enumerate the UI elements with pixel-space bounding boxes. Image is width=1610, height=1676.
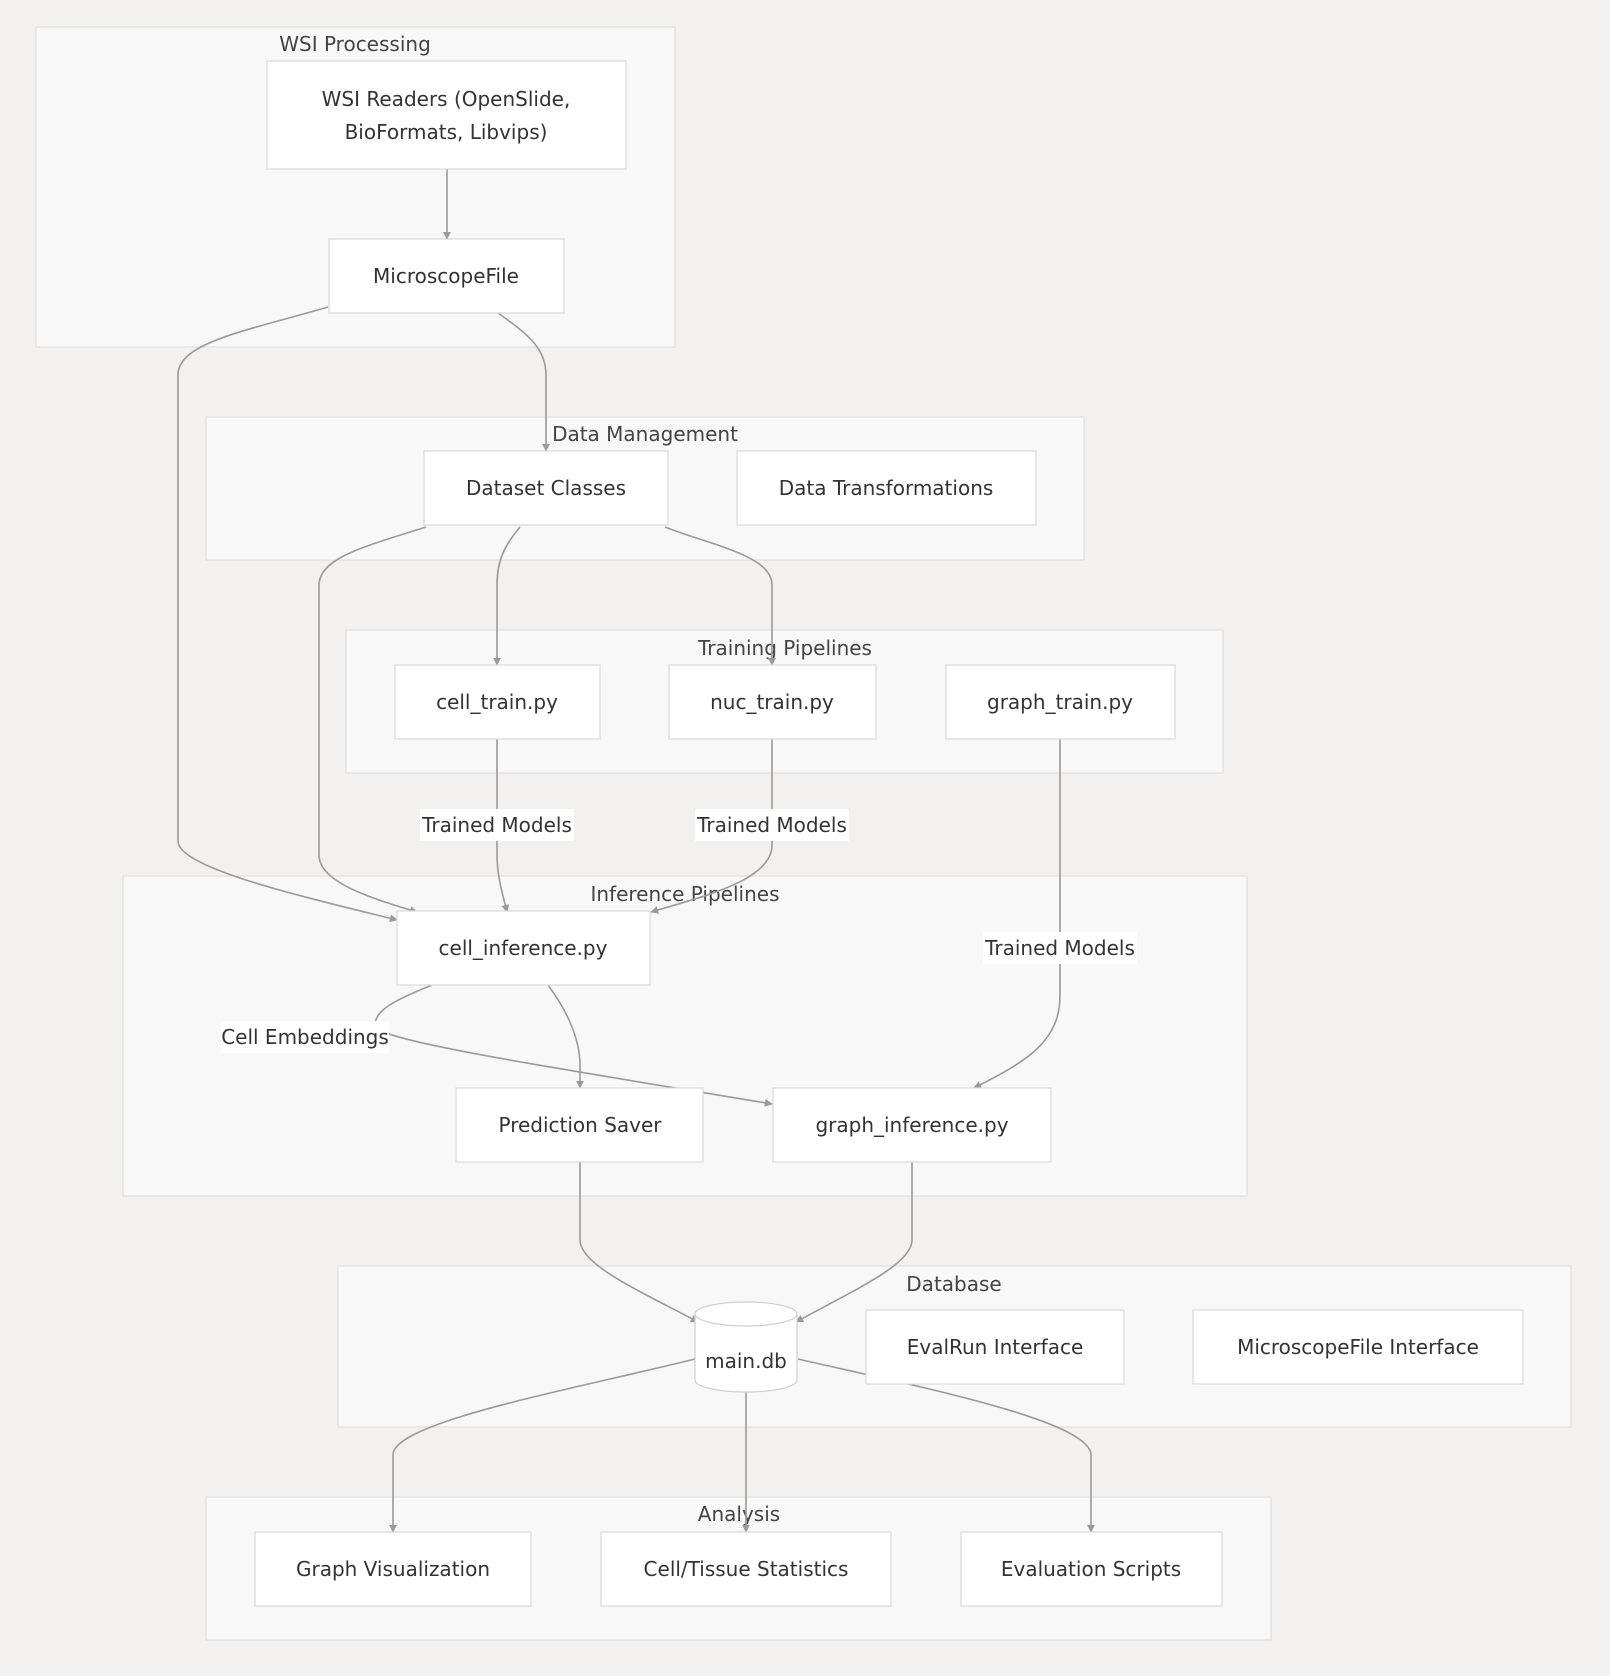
svg-text:Data Transformations: Data Transformations	[779, 476, 994, 500]
svg-text:Evaluation Scripts: Evaluation Scripts	[1001, 1557, 1181, 1581]
cluster-analysis-label: Analysis	[698, 1502, 780, 1526]
svg-text:Cell/Tissue Statistics: Cell/Tissue Statistics	[644, 1557, 849, 1581]
node-microscopefile-interface[interactable]: MicroscopeFile Interface	[1192, 1309, 1524, 1385]
edge-dataset-to-nuc-train	[664, 526, 776, 666]
node-data-transformations[interactable]: Data Transformations	[736, 450, 1037, 526]
svg-text:main.db: main.db	[705, 1349, 787, 1373]
svg-text:cell_inference.py: cell_inference.py	[439, 936, 608, 960]
svg-text:graph_inference.py: graph_inference.py	[815, 1113, 1008, 1137]
edge-label-cell-train-models: Trained Models	[420, 809, 574, 841]
svg-text:BioFormats, Libvips): BioFormats, Libvips)	[345, 120, 548, 144]
svg-text:WSI Readers (OpenSlide,: WSI Readers (OpenSlide,	[322, 87, 571, 111]
node-nuc-train[interactable]: nuc_train.py	[668, 664, 877, 740]
edge-dataset-to-cell-inference	[318, 526, 427, 914]
node-prediction-saver[interactable]: Prediction Saver	[455, 1087, 704, 1163]
edge-cell-train-to-cell-inference	[496, 739, 510, 913]
edge-main-db-to-evaluation-scripts	[797, 1358, 1095, 1533]
edge-label-cell-embeddings: Cell Embeddings	[221, 1021, 389, 1053]
svg-text:Dataset Classes: Dataset Classes	[466, 476, 626, 500]
node-microscopefile[interactable]: MicroscopeFile	[328, 238, 565, 314]
svg-text:Graph Visualization: Graph Visualization	[296, 1557, 490, 1581]
svg-text:Prediction Saver: Prediction Saver	[498, 1113, 662, 1137]
node-cell-tissue-statistics[interactable]: Cell/Tissue Statistics	[600, 1531, 892, 1607]
edge-label-nuc-train-models: Trained Models	[695, 809, 849, 841]
svg-text:cell_train.py: cell_train.py	[436, 690, 558, 714]
edge-main-db-to-graph-visualization	[389, 1358, 696, 1533]
svg-text:Trained Models: Trained Models	[696, 813, 847, 837]
edge-cell-inference-to-prediction-saver	[547, 984, 584, 1089]
node-cell-train[interactable]: cell_train.py	[394, 664, 601, 740]
node-dataset-classes[interactable]: Dataset Classes	[423, 450, 669, 526]
edge-graph-inference-to-main-db	[795, 1162, 913, 1323]
svg-text:MicroscopeFile Interface: MicroscopeFile Interface	[1237, 1335, 1479, 1359]
svg-text:Trained Models: Trained Models	[421, 813, 572, 837]
node-wsi-readers[interactable]: WSI Readers (OpenSlide, BioFormats, Libv…	[266, 60, 627, 170]
svg-text:Cell Embeddings: Cell Embeddings	[221, 1025, 389, 1049]
edge-dataset-to-cell-train	[493, 526, 521, 666]
edge-prediction-saver-to-main-db	[579, 1162, 699, 1323]
cluster-wsi-processing-label: WSI Processing	[279, 32, 431, 56]
svg-text:graph_train.py: graph_train.py	[987, 690, 1133, 714]
node-graph-visualization[interactable]: Graph Visualization	[254, 1531, 532, 1607]
edge-cell-inference-to-graph-inference	[374, 984, 773, 1107]
edges	[177, 169, 1095, 1533]
svg-text:MicroscopeFile: MicroscopeFile	[373, 264, 519, 288]
cluster-data-management-label: Data Management	[552, 422, 738, 446]
svg-text:Trained Models: Trained Models	[984, 936, 1135, 960]
node-main-db[interactable]: main.db	[694, 1301, 798, 1393]
edge-microscopefile-to-cell-inference	[177, 306, 398, 923]
edge-graph-train-to-graph-inference	[973, 739, 1061, 1089]
svg-text:nuc_train.py: nuc_train.py	[710, 690, 834, 714]
node-graph-train[interactable]: graph_train.py	[945, 664, 1176, 740]
cluster-database-label: Database	[906, 1272, 1001, 1296]
node-graph-inference[interactable]: graph_inference.py	[772, 1087, 1052, 1163]
node-cell-inference[interactable]: cell_inference.py	[396, 910, 651, 986]
cluster-training-pipelines-label: Training Pipelines	[697, 636, 872, 660]
edge-nuc-train-to-cell-inference	[650, 739, 773, 914]
svg-text:EvalRun Interface: EvalRun Interface	[907, 1335, 1084, 1359]
edge-microscopefile-to-dataset-classes	[497, 312, 550, 452]
node-evaluation-scripts[interactable]: Evaluation Scripts	[960, 1531, 1223, 1607]
edge-label-graph-train-models: Trained Models	[983, 932, 1137, 964]
node-evalrun-interface[interactable]: EvalRun Interface	[865, 1309, 1125, 1385]
